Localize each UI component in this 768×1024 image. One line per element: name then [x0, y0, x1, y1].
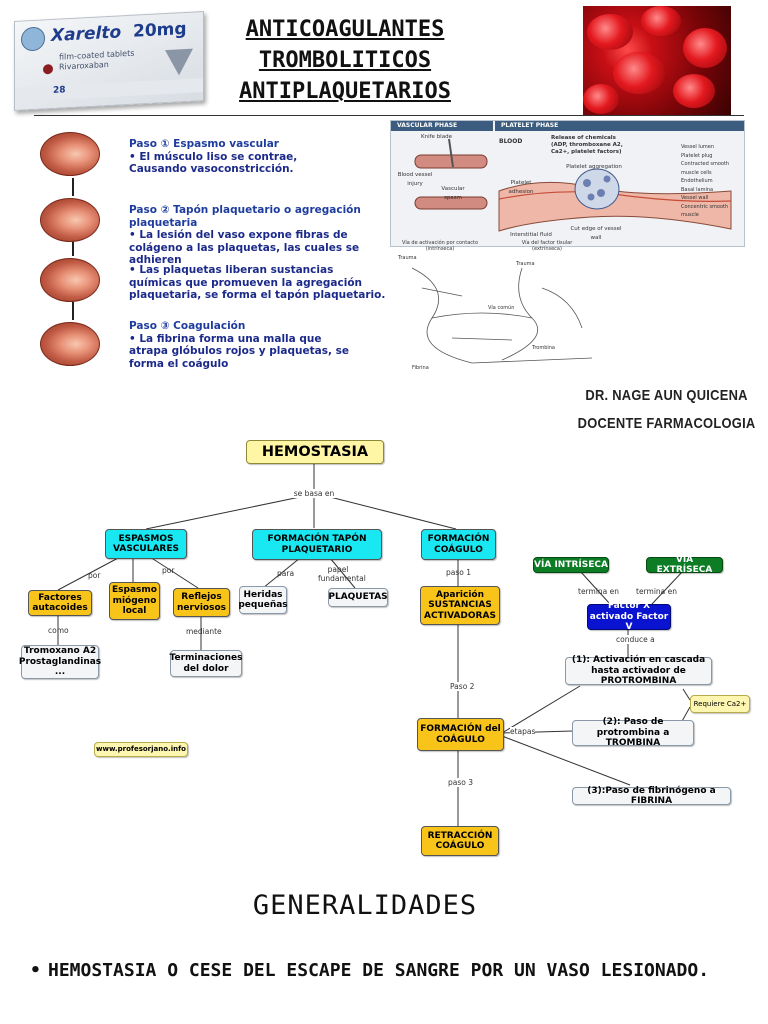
node-etapa-3: (3):Paso de fibrinógeno a FIBRINA — [572, 786, 731, 806]
step-2: Paso ② Tapón plaquetario o agregación pl… — [129, 204, 361, 266]
node-tapon: FORMACIÓN TAPÓN PLAQUETARIO — [252, 529, 382, 560]
blood-cells-image — [583, 6, 731, 115]
concept-map-connectors — [57, 462, 691, 826]
vessel-aggregation-image — [40, 258, 100, 302]
title-line-1: ANTICOAGULANTES — [245, 17, 445, 42]
node-espasmos: ESPASMOS VASCULARES — [105, 529, 187, 559]
platelet-phase-label: PLATELET PHASE — [495, 121, 744, 131]
node-terminaciones: Terminaciones del dolor — [170, 650, 242, 677]
node-etapa-2: (2): Paso de protrombina a TROMBINA — [572, 717, 694, 748]
step-1: Paso ① Espasmo vascular • El músculo lis… — [129, 138, 298, 175]
title-line-2: TROMBOLITICOS — [258, 48, 432, 73]
physio-right-labels: Vessel lumen Platelet plug Contracted sm… — [681, 144, 730, 218]
node-reflejos: Reflejos nerviosos — [173, 588, 230, 617]
step-3: Paso ③ Coagulación • La fibrina forma un… — [129, 320, 349, 370]
step-2b: • Las plaquetas liberan sustancias quími… — [129, 264, 386, 301]
node-formacion-del-coagulo: FORMACIÓN del COÁGULO — [417, 718, 504, 751]
node-via-intrinseca: VÍA INTRÍSECA — [533, 557, 609, 573]
author-name: DR. NAGE AUN QUICENA — [585, 387, 748, 404]
node-via-extrinseca: VÍA EXTRÍSECA — [646, 555, 723, 575]
bullet-text: HEMOSTASIA O CESE DEL ESCAPE DE SANGRE P… — [48, 960, 710, 981]
title-line-3: ANTIPLAQUETARIOS — [239, 79, 451, 104]
node-heridas: Heridas pequeñas — [238, 586, 288, 614]
node-hemostasia: HEMOSTASIA — [246, 440, 384, 464]
node-factores: Factores autacoides — [28, 590, 92, 616]
node-retraccion: RETRACCIÓN COÁGULO — [421, 826, 499, 856]
author-role: DOCENTE FARMACOLOGIA — [577, 415, 756, 432]
cascade-sketch-lines — [411, 267, 593, 364]
node-tromboxano: Tromoxano A2 Prostaglandinas ... — [18, 645, 102, 679]
section-heading: GENERALIDADES — [252, 890, 478, 921]
coagulation-cascade-sketch: Vía de activación por contacto (intrínse… — [392, 240, 612, 373]
bullet-dot: • — [30, 960, 41, 981]
hemostasis-stages-figure: Paso ① Espasmo vascular • El músculo lis… — [32, 120, 387, 378]
node-etapa-1: (1): Activación en cascada hasta activad… — [565, 655, 712, 686]
node-formacion: FORMACIÓN COÁGULO — [421, 529, 496, 560]
author-block: DR. NAGE AUN QUICENA DOCENTE FARMACOLOGI… — [577, 382, 756, 438]
website-link[interactable]: www.profesorjano.info — [94, 742, 188, 757]
node-plaquetas: PLAQUETAS — [328, 588, 388, 607]
node-requiere-ca: Requiere Ca2+ — [690, 695, 750, 713]
node-aparicion: Aparición SUSTANCIAS ACTIVADORAS — [420, 586, 500, 625]
slide-title: ANTICOAGULANTES TROMBOLITICOS ANTIPLAQUE… — [200, 14, 490, 107]
vascular-phase-label: VASCULAR PHASE — [391, 121, 493, 131]
vessel-spasm-image — [40, 132, 100, 176]
node-espasmo-miogeno: Espasmo miógeno local — [109, 582, 160, 620]
vessel-plug-image — [40, 198, 100, 242]
node-factor-x: Factor X activado Factor V — [587, 601, 671, 632]
header-rule — [34, 115, 744, 116]
phase-illustration — [414, 138, 732, 232]
vessel-clot-image — [40, 322, 100, 366]
vascular-platelet-phase-figure: VASCULAR PHASE PLATELET PHASE Knife blad… — [390, 120, 745, 247]
